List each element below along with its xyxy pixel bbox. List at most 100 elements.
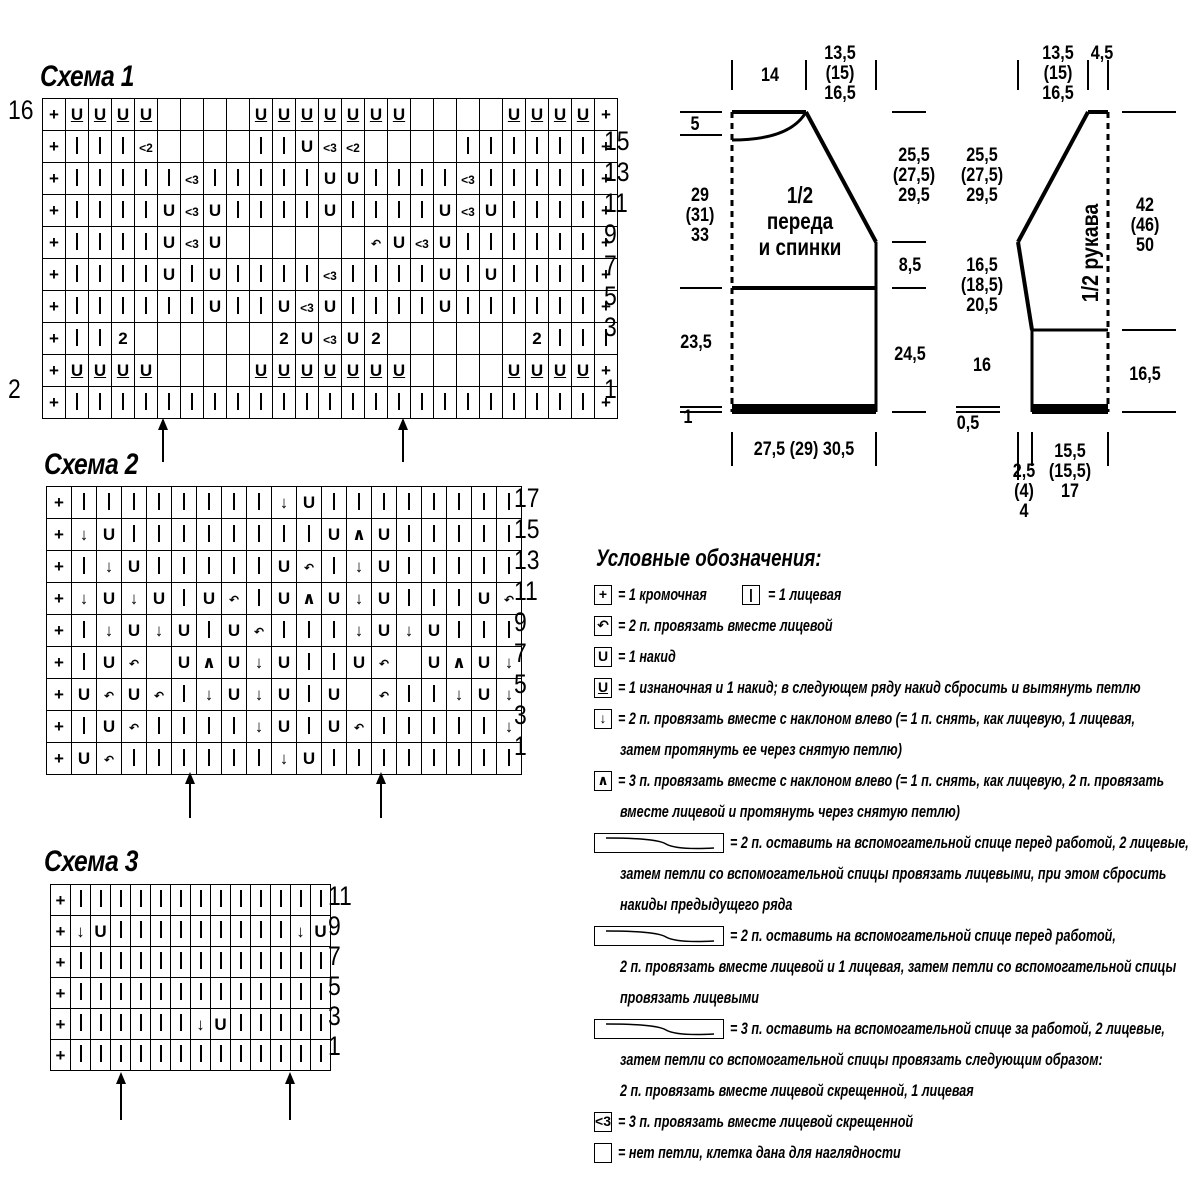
stitch-cell: U bbox=[296, 486, 322, 519]
stitch-cell: + bbox=[42, 130, 66, 163]
stitch-cell bbox=[571, 162, 595, 195]
stitch-cell bbox=[410, 130, 434, 163]
stitch-cell bbox=[272, 258, 296, 291]
stitch-cell bbox=[387, 290, 411, 323]
stitch-cell bbox=[421, 518, 447, 551]
stitch-cell: U bbox=[272, 98, 296, 131]
stitch-cell: U bbox=[318, 354, 342, 387]
stitch-cell bbox=[295, 386, 319, 419]
stitch-cell bbox=[90, 1008, 111, 1040]
stitch-cell: U bbox=[321, 518, 347, 551]
dim-sleeve-top: 13,5 (15) 16,5 bbox=[1042, 43, 1074, 104]
stitch-cell bbox=[221, 486, 247, 519]
stitch-cell bbox=[421, 550, 447, 583]
stitch-cell bbox=[134, 226, 158, 259]
stitch-cell bbox=[471, 486, 497, 519]
stitch-cell: U bbox=[346, 646, 372, 679]
stitch-cell bbox=[456, 226, 480, 259]
stitch-cell bbox=[157, 322, 181, 355]
stitch-cell: ↓ bbox=[496, 678, 522, 711]
stitch-cell: U bbox=[364, 354, 388, 387]
stitch-cell bbox=[341, 194, 365, 227]
stitch-cell: ↓ bbox=[146, 614, 172, 647]
stitch-cell bbox=[594, 322, 618, 355]
stitch-cell bbox=[150, 884, 171, 916]
row-number-right: 13 bbox=[514, 545, 540, 575]
stitch-cell bbox=[456, 98, 480, 131]
stitch-cell bbox=[111, 258, 135, 291]
stitch-cell bbox=[130, 1008, 151, 1040]
stitch-cell bbox=[479, 386, 503, 419]
stitch-cell: + bbox=[50, 884, 71, 916]
scheme-3-title: Схема 3 bbox=[44, 845, 139, 878]
stitch-cell bbox=[226, 258, 250, 291]
stitch-cell bbox=[171, 678, 197, 711]
legend-symbol-icon bbox=[594, 926, 724, 946]
stitch-cell bbox=[180, 98, 204, 131]
stitch-cell: ↶ bbox=[371, 646, 397, 679]
stitch-cell bbox=[456, 258, 480, 291]
stitch-cell bbox=[111, 290, 135, 323]
stitch-cell bbox=[502, 162, 526, 195]
row-number-right: 5 bbox=[328, 971, 341, 1001]
stitch-cell bbox=[296, 614, 322, 647]
stitch-cell bbox=[221, 518, 247, 551]
stitch-cell: <3 bbox=[410, 226, 434, 259]
stitch-cell bbox=[110, 1039, 131, 1071]
legend-item-continuation: провязать лицевыми bbox=[620, 988, 759, 1007]
dim-sleeve-bottom-left: 2,5 (4) 4 bbox=[1012, 461, 1036, 522]
stitch-cell bbox=[65, 226, 89, 259]
stitch-cell: ↓ bbox=[346, 582, 372, 615]
stitch-cell: + bbox=[50, 1039, 71, 1071]
stitch-cell bbox=[249, 162, 273, 195]
stitch-cell: U bbox=[295, 130, 319, 163]
stitch-cell: U bbox=[171, 614, 197, 647]
stitch-cell bbox=[96, 486, 122, 519]
stitch-cell bbox=[249, 322, 273, 355]
stitch-cell bbox=[410, 258, 434, 291]
stitch-cell bbox=[230, 1008, 251, 1040]
stitch-cell bbox=[150, 1008, 171, 1040]
stitch-cell bbox=[71, 646, 97, 679]
stitch-cell bbox=[272, 130, 296, 163]
row-number-right: 15 bbox=[604, 126, 630, 156]
stitch-cell bbox=[321, 614, 347, 647]
row-number-right: 7 bbox=[514, 638, 527, 668]
stitch-cell: <2 bbox=[341, 130, 365, 163]
stitch-cell bbox=[496, 742, 522, 775]
stitch-cell bbox=[271, 614, 297, 647]
stitch-cell bbox=[295, 162, 319, 195]
stitch-cell: U bbox=[371, 550, 397, 583]
stitch-cell: <3 bbox=[180, 162, 204, 195]
stitch-cell: U bbox=[111, 354, 135, 387]
stitch-cell bbox=[525, 130, 549, 163]
scheme-3-row: + bbox=[50, 977, 331, 1009]
stitch-cell bbox=[171, 486, 197, 519]
legend-item-text: = 3 п. провязать вместе с наклоном влево… bbox=[618, 771, 1165, 790]
stitch-cell bbox=[396, 486, 422, 519]
stitch-cell: ∧ bbox=[346, 518, 372, 551]
stitch-cell bbox=[157, 130, 181, 163]
stitch-cell bbox=[387, 194, 411, 227]
legend-item-continuation: затем протянуть ее через снятую петлю) bbox=[620, 740, 902, 759]
stitch-cell bbox=[270, 1039, 291, 1071]
stitch-cell: 2 bbox=[364, 322, 388, 355]
stitch-cell: U bbox=[203, 290, 227, 323]
stitch-cell bbox=[321, 486, 347, 519]
stitch-cell: + bbox=[42, 194, 66, 227]
stitch-cell bbox=[396, 646, 422, 679]
stitch-cell: <3 bbox=[295, 290, 319, 323]
stitch-cell bbox=[571, 322, 595, 355]
stitch-cell bbox=[272, 226, 296, 259]
stitch-cell bbox=[433, 322, 457, 355]
stitch-cell: U bbox=[196, 582, 222, 615]
stitch-cell: U bbox=[295, 322, 319, 355]
stitch-cell: + bbox=[42, 386, 66, 419]
stitch-cell bbox=[65, 162, 89, 195]
stitch-cell bbox=[180, 354, 204, 387]
stitch-cell: U bbox=[121, 678, 147, 711]
